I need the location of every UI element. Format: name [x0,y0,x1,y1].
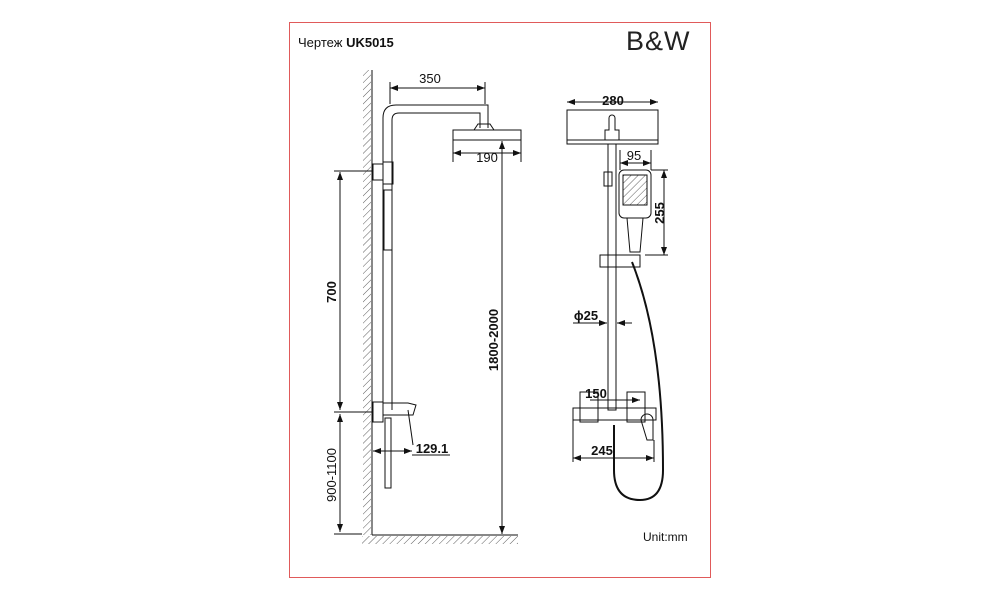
hose [613,261,665,502]
dim-255: 255 [652,202,667,224]
dim-1800-2000: 1800-2000 [486,309,501,371]
model-number: UK5015 [346,35,394,50]
unit-label: Unit:mm [643,530,688,544]
mixer-front [572,407,657,421]
mixer-side [382,402,417,416]
dim-190: 190 [476,150,498,165]
dim-129-1: 129.1 [416,441,449,456]
overhead-shower-side [452,129,522,141]
riser-front [607,143,617,411]
dim-245: 245 [591,443,613,458]
title-prefix: Чертеж [298,35,343,50]
dim-700: 700 [324,281,339,303]
dim-280: 280 [602,93,624,108]
floor-hatch [362,536,518,544]
brand-logo: B&W [626,26,691,56]
drawing-title: Чертеж UK5015 [298,35,394,50]
dim-diameter-25: ϕ25 [574,308,598,323]
dim-95: 95 [627,148,641,163]
drawing-frame [289,22,711,578]
wall-hatch [363,70,371,535]
dim-150: 150 [585,386,607,401]
dim-900-1100: 900-1100 [324,448,339,502]
riser-pipe [382,104,489,410]
dim-350: 350 [419,71,441,86]
hand-shower-side [383,189,393,251]
